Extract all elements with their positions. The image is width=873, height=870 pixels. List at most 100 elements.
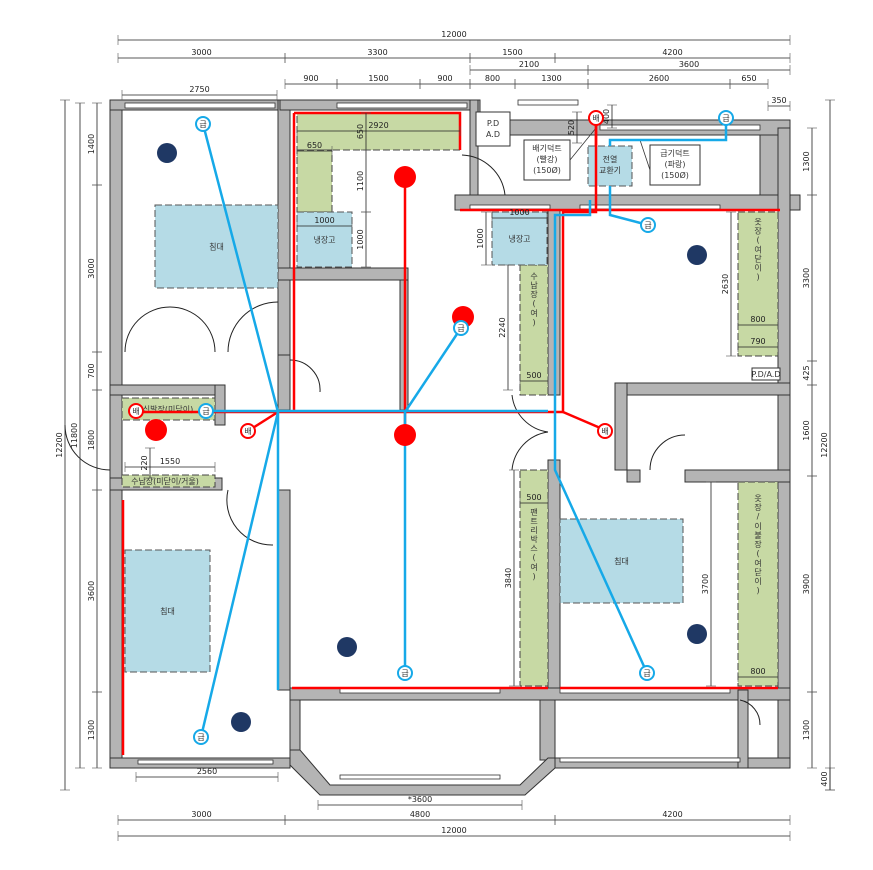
dimension-label: 800 — [485, 74, 500, 83]
wall — [277, 99, 291, 356]
ceiling-unit-icon — [687, 245, 707, 265]
dimension-label: 3300 — [367, 48, 387, 57]
window — [124, 102, 276, 109]
supply-duct-label: 급기덕트 — [660, 148, 689, 158]
exhaust-grille-icon — [145, 419, 167, 441]
window — [137, 759, 274, 765]
wall — [109, 384, 223, 396]
ceiling-unit-icon — [687, 624, 707, 644]
storage-label: 수납장(여) — [529, 272, 538, 328]
bed-label: 침대 — [209, 243, 224, 252]
leader-line — [569, 127, 597, 161]
heat-exchanger-label: 전열 — [603, 154, 618, 164]
dimension-label: 1300 — [541, 74, 561, 83]
bed — [154, 204, 279, 289]
supply-marker-icon — [718, 110, 734, 126]
pantry-cabinet — [519, 469, 549, 687]
bed-label: 침대 — [160, 607, 175, 616]
dimension-label: 3900 — [802, 574, 811, 594]
window — [559, 757, 741, 763]
dimension-label: 500 — [526, 493, 541, 502]
window — [517, 99, 579, 106]
dimension-label: 1000 — [476, 228, 485, 248]
door-swing — [64, 424, 111, 471]
supply-marker-icon-label: 급 — [457, 324, 464, 333]
dimension-label: 790 — [750, 337, 765, 346]
dimension-label: 1300 — [802, 151, 811, 171]
dimension-label: 425 — [802, 365, 811, 380]
dimension-label: 900 — [303, 74, 318, 83]
dimension-label: 1100 — [356, 171, 365, 191]
supply-pipe — [199, 411, 280, 738]
dimension-label: 3700 — [701, 574, 710, 594]
dimension-label: 3300 — [802, 268, 811, 288]
supply-duct-box — [649, 144, 701, 186]
window — [579, 204, 721, 210]
refrigerator — [491, 211, 548, 266]
supply-pipe — [608, 118, 728, 146]
wall — [277, 489, 291, 691]
dimension-label: 4800 — [410, 810, 430, 819]
pd-ad-2-label: P.D/A.D — [751, 370, 780, 379]
dimension-label: *3600 — [408, 795, 432, 804]
supply-pipe — [553, 412, 649, 674]
shoe-cabinet — [121, 397, 216, 421]
supply-marker-icon-label: 급 — [722, 114, 729, 123]
closet-bedding — [737, 481, 779, 687]
dimension-label: 4200 — [662, 810, 682, 819]
dimension-label: 3000 — [87, 258, 96, 278]
wall — [109, 99, 123, 769]
door-swing — [511, 431, 549, 471]
dimension-label: 3000 — [191, 48, 211, 57]
exhaust-grille-icon — [394, 424, 416, 446]
supply-marker-icon — [198, 403, 214, 419]
dimension-label: 2600 — [649, 74, 669, 83]
duct-pipes — [121, 111, 780, 755]
dimension-label: 1550 — [160, 457, 180, 466]
dimension-label: 1000 — [356, 229, 365, 249]
exhaust-marker-icon — [128, 403, 144, 419]
dimension-label: 2240 — [498, 317, 507, 337]
shoe-cabinet-label: 신발장(미닫이) — [143, 404, 193, 414]
dimension-label: 4200 — [662, 48, 682, 57]
closet — [737, 211, 779, 357]
dimension-label: 3600 — [87, 581, 96, 601]
dimension-label: 12200 — [55, 432, 64, 457]
dimension-label: 2750 — [189, 85, 209, 94]
supply-marker-icon — [193, 729, 209, 745]
door-swing — [226, 489, 274, 546]
door-swing — [169, 306, 216, 353]
dimension-label: 3840 — [504, 568, 513, 588]
supply-marker-icon-label: 급 — [643, 669, 650, 678]
wall — [759, 134, 779, 196]
supply-marker-icon — [453, 320, 469, 336]
supply-pipe — [608, 186, 649, 227]
fridge-label: 냉장고 — [508, 234, 530, 244]
supply-marker-icon — [639, 665, 655, 681]
pd-ad-label: A.D — [486, 130, 500, 139]
dimension-label: 500 — [526, 371, 541, 380]
closet-bedding-label: 옷장/이불장(여닫이) — [753, 494, 762, 596]
supply-marker-icon — [195, 116, 211, 132]
door-swing — [461, 154, 506, 196]
exhaust-duct-label: 배기덕트 — [532, 143, 561, 153]
supply-marker-icon-label: 급 — [199, 120, 206, 129]
dimension-label: 520 — [567, 120, 576, 135]
window — [339, 774, 501, 780]
door-swing — [227, 301, 279, 353]
dimension-label: 12200 — [820, 432, 829, 457]
exhaust-marker-icon-label: 배 — [132, 407, 139, 416]
dimension-label: 900 — [437, 74, 452, 83]
exhaust-marker-icon-label: 배 — [592, 114, 599, 123]
dimension-label: 650 — [741, 74, 756, 83]
door-swing — [511, 394, 549, 433]
wall — [777, 127, 791, 769]
dimension-label: 800 — [750, 667, 765, 676]
exhaust-pipe — [562, 410, 606, 432]
dimension-label: 400 — [602, 109, 611, 124]
closet-label: 옷장(여닫이) — [753, 218, 762, 283]
bed-label: 침대 — [614, 557, 629, 566]
supply-marker-icon-label: 급 — [644, 221, 651, 230]
bed — [559, 518, 684, 604]
